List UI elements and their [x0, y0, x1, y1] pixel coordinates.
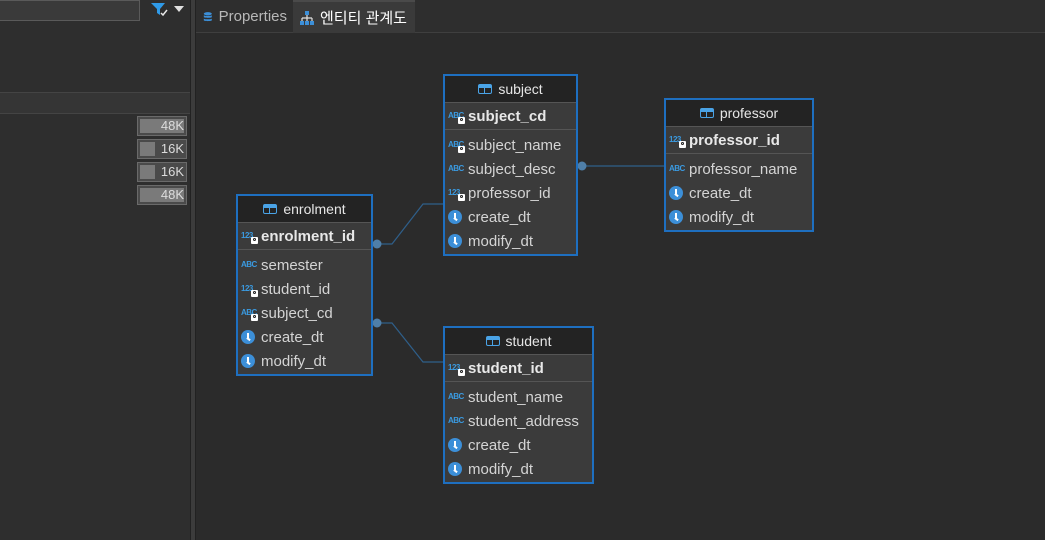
table-icon	[263, 204, 278, 214]
table-icon	[485, 336, 500, 346]
string-type-icon: ABC	[448, 164, 464, 173]
database-icon	[203, 11, 212, 21]
table-icon	[478, 84, 493, 94]
clock-icon	[669, 210, 683, 224]
link-endpoint	[372, 239, 382, 249]
entity-header: subject	[445, 76, 576, 103]
primary-key-row[interactable]: 123 student_id	[445, 355, 592, 382]
primary-key-row[interactable]: 123 professor_id	[666, 127, 812, 154]
size-bar-fill	[140, 142, 155, 156]
tab-properties-label: Properties	[218, 8, 287, 25]
string-type-icon: ABC	[669, 164, 685, 173]
left-panel: 48K 16K 16K 48K	[0, 0, 190, 540]
column-row[interactable]: create_dt	[666, 181, 812, 205]
link-endpoint	[372, 318, 382, 328]
number-key-icon: 123	[241, 281, 258, 297]
column-row[interactable]: modify_dt	[445, 457, 592, 481]
chevron-down-icon[interactable]	[174, 6, 184, 12]
tab-erd[interactable]: 엔티티 관계도	[293, 0, 415, 33]
size-bar-fill	[140, 165, 155, 179]
clock-icon	[241, 330, 255, 344]
string-key-icon: ABC	[241, 305, 258, 321]
string-type-icon: ABC	[448, 392, 464, 401]
string-key-icon: ABC	[448, 108, 465, 124]
clock-icon	[241, 354, 255, 368]
size-bar-fill	[140, 119, 184, 133]
size-badge: 48K	[137, 116, 187, 136]
column-row[interactable]: modify_dt	[445, 229, 576, 253]
link-enrolment-student[interactable]	[377, 322, 444, 363]
column-row[interactable]: create_dt	[238, 325, 371, 349]
filter-input[interactable]	[0, 0, 140, 21]
string-type-icon: ABC	[448, 416, 464, 425]
left-table-header	[0, 92, 190, 114]
table-icon	[699, 108, 714, 118]
clock-icon	[669, 186, 683, 200]
clock-icon	[448, 210, 462, 224]
tab-erd-label: 엔티티 관계도	[320, 10, 407, 27]
entity-header: student	[445, 328, 592, 355]
column-row[interactable]: create_dt	[445, 205, 576, 229]
editor-tab-bar: Properties 엔티티 관계도	[196, 0, 1045, 33]
primary-key-row[interactable]: 123 enrolment_id	[238, 223, 371, 250]
number-key-icon: 123	[448, 360, 465, 376]
link-endpoint	[577, 161, 587, 171]
entity-header: professor	[666, 100, 812, 127]
entity-header: enrolment	[238, 196, 371, 223]
filter-icon[interactable]	[150, 2, 168, 18]
tab-properties[interactable]: Properties	[196, 0, 293, 33]
clock-icon	[448, 438, 462, 452]
number-key-icon: 123	[669, 132, 686, 148]
size-bar-fill	[140, 188, 184, 202]
column-row[interactable]: create_dt	[445, 433, 592, 457]
string-key-icon: ABC	[448, 137, 465, 153]
number-key-icon: 123	[448, 185, 465, 201]
panel-splitter[interactable]	[190, 0, 196, 540]
column-row[interactable]: modify_dt	[238, 349, 371, 373]
size-badge: 16K	[137, 162, 187, 182]
number-key-icon: 123	[241, 228, 258, 244]
clock-icon	[448, 462, 462, 476]
primary-key-row[interactable]: ABC subject_cd	[445, 103, 576, 130]
size-badge: 16K	[137, 139, 187, 159]
erd-diagram-icon	[300, 10, 314, 25]
clock-icon	[448, 234, 462, 248]
string-type-icon: ABC	[241, 260, 257, 269]
size-badge: 48K	[137, 185, 187, 205]
column-row[interactable]: modify_dt	[666, 205, 812, 229]
link-enrolment-subject[interactable]	[377, 203, 444, 245]
